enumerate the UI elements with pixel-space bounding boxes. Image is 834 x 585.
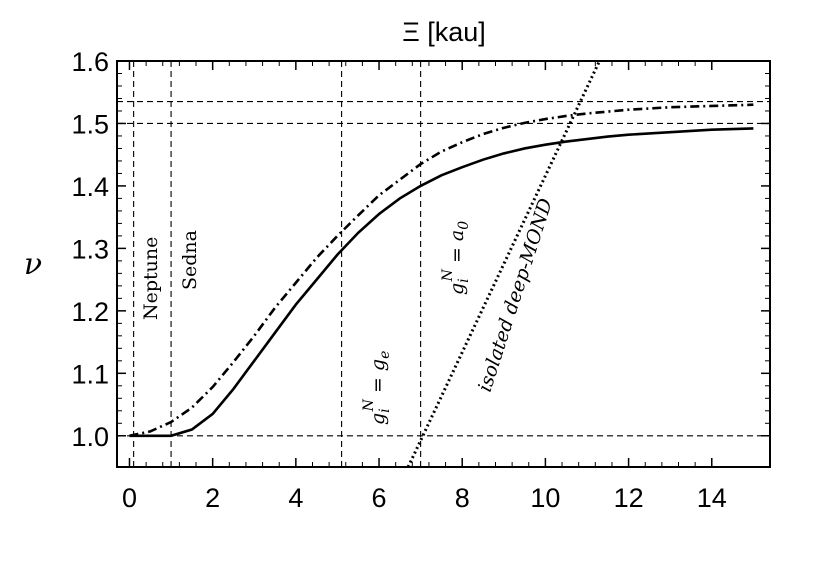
chart-title: Ξ [kau] xyxy=(402,17,486,47)
a0-text: giN = a0 xyxy=(440,221,472,295)
deep-mond-label: isolated deep-MOND xyxy=(474,196,557,395)
ge-sup-n: N xyxy=(361,398,377,412)
y-axis-label: ν xyxy=(24,247,42,282)
ge-sub-i: i xyxy=(377,408,393,412)
plot-frame xyxy=(116,60,771,468)
x-tick-label-5: 10 xyxy=(530,483,560,513)
ge-text: giN = ge xyxy=(361,351,393,425)
a0-g: g xyxy=(446,283,468,295)
y-tick-label-2: 1.2 xyxy=(71,297,109,327)
ge-annotation: giN = ge xyxy=(361,351,393,425)
y-tick-label-3: 1.3 xyxy=(71,234,109,264)
a0-annotation: giN = a0 xyxy=(440,221,472,295)
deep-mond-text: isolated deep-MOND xyxy=(474,196,557,395)
ge-sub-e: e xyxy=(377,351,393,359)
a0-sup-n: N xyxy=(440,268,456,282)
a0-sub-i: i xyxy=(456,278,472,282)
neptune-label: Neptune xyxy=(140,237,162,320)
series-solid-line xyxy=(129,127,754,438)
neptune-text: Neptune xyxy=(140,237,162,320)
y-tick-label-5: 1.5 xyxy=(71,109,109,139)
x-tick-label-3: 6 xyxy=(372,483,387,513)
ge-rest: = g xyxy=(367,359,389,399)
y-tick-label-6: 1.6 xyxy=(71,47,109,77)
y-tick-label-0: 1.0 xyxy=(71,422,109,452)
x-tick-label-7: 14 xyxy=(697,483,727,513)
x-tick-label-6: 12 xyxy=(614,483,644,513)
y-tick-label-1: 1.1 xyxy=(71,359,109,389)
y-tick-label-4: 1.4 xyxy=(71,172,109,202)
sedna-label: Sedna xyxy=(179,230,201,290)
series-dotted-line xyxy=(406,61,601,467)
x-tick-label-4: 8 xyxy=(455,483,470,513)
x-tick-label-0: 0 xyxy=(122,483,137,513)
x-tick-label-2: 4 xyxy=(288,483,303,513)
a0-sub-0: 0 xyxy=(456,221,472,230)
x-tick-label-1: 2 xyxy=(205,483,220,513)
a0-rest: = a xyxy=(446,230,468,269)
plot-area: 0 2 4 6 8 10 12 14 1.0 1.1 1.2 1.3 1.4 1.5 1.6 xyxy=(71,47,771,513)
sedna-text: Sedna xyxy=(179,230,201,290)
ge-g: g xyxy=(367,413,389,425)
